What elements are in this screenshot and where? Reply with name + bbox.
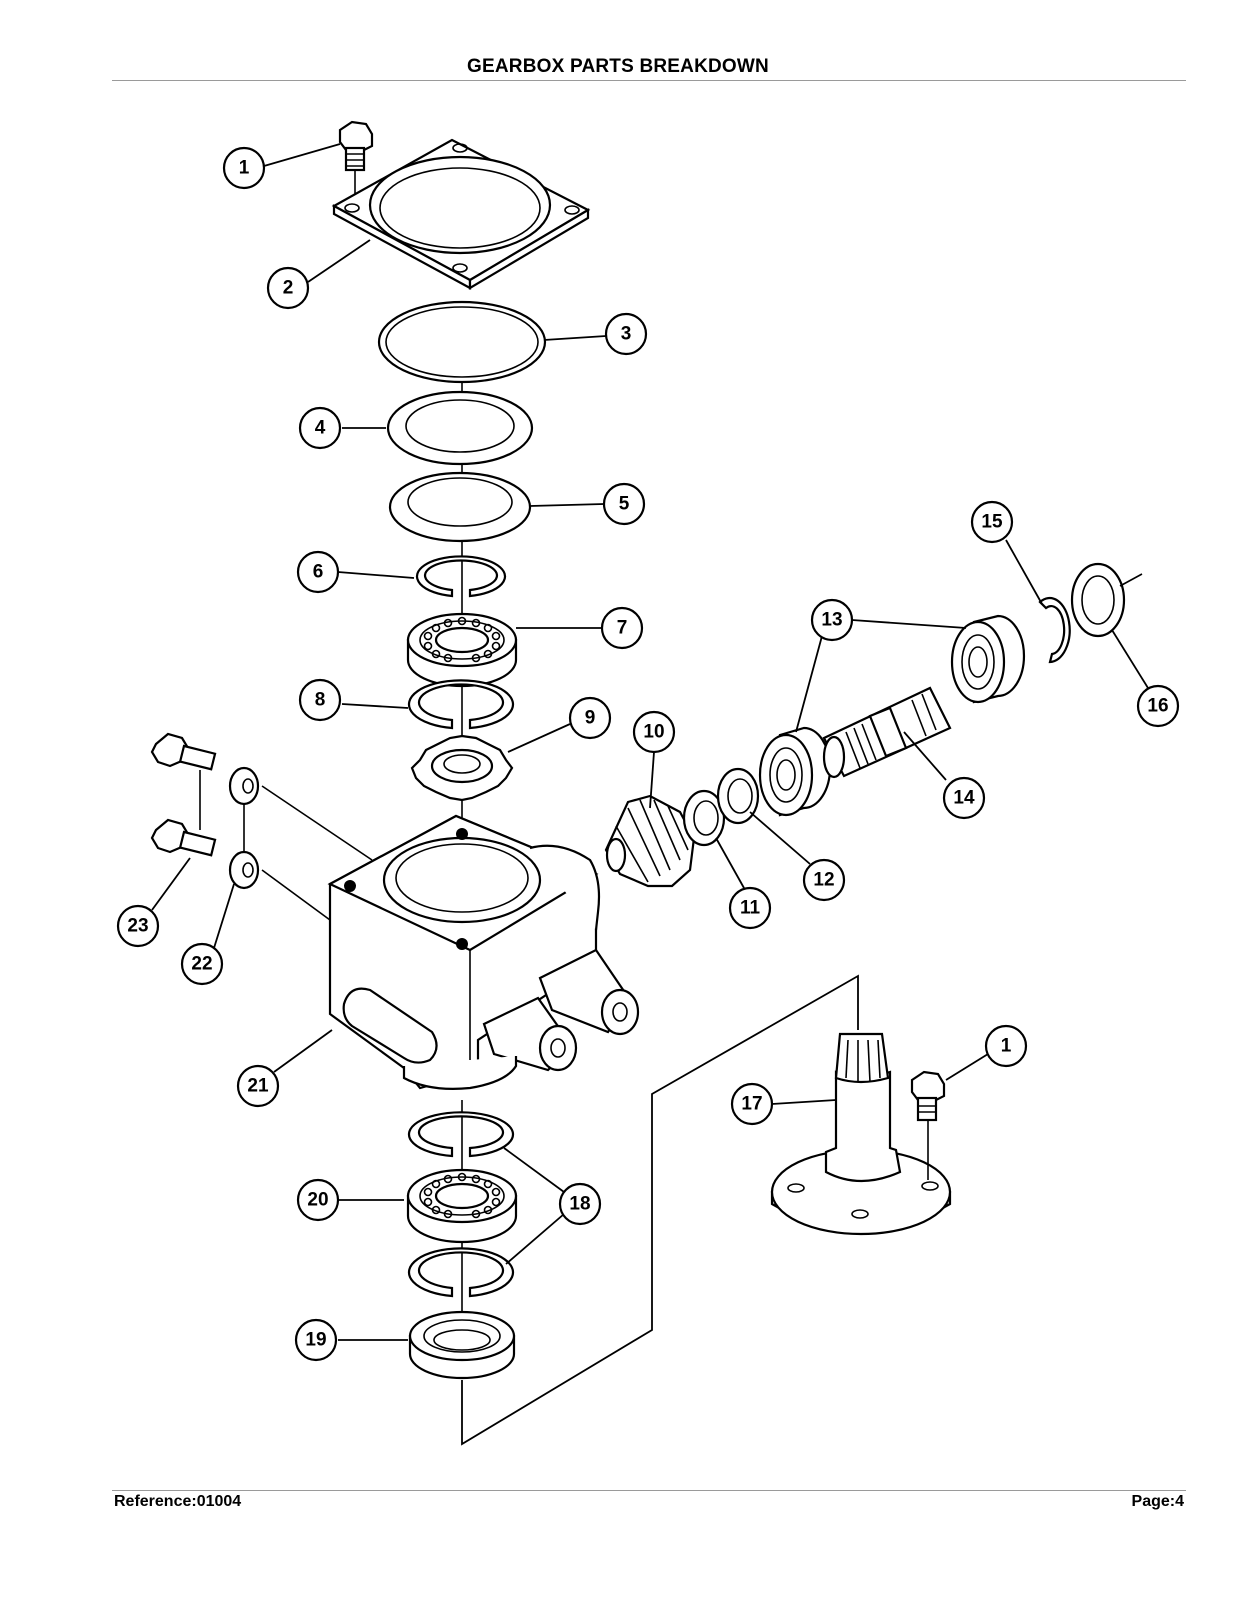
part-shim-upper <box>386 390 534 466</box>
part-snap-ring-middle <box>407 679 515 730</box>
page-title: GEARBOX PARTS BREAKDOWN <box>467 56 769 77</box>
svg-text:21: 21 <box>247 1076 269 1097</box>
part-bevel-gear-small <box>410 734 514 802</box>
svg-text:1: 1 <box>239 158 250 179</box>
part-bearing-shaft-upper <box>950 614 1026 704</box>
svg-text:11: 11 <box>740 898 761 919</box>
part-bevel-gear-large <box>604 794 696 888</box>
callout-9: 9 <box>568 696 612 740</box>
part-seal-shaft <box>1070 562 1143 638</box>
svg-text:14: 14 <box>953 788 975 809</box>
svg-text:9: 9 <box>585 708 596 729</box>
hub-alignment-line <box>461 974 859 1446</box>
part-o-ring <box>377 300 547 384</box>
callout-3: 3 <box>604 312 648 356</box>
page-number: Page:4 <box>1131 1493 1184 1510</box>
svg-text:15: 15 <box>981 512 1003 533</box>
part-bearing-shaft-lower <box>758 726 832 817</box>
part-seal-lower <box>408 1310 516 1380</box>
part-output-hub <box>770 1032 952 1236</box>
callout-12: 12 <box>802 858 846 902</box>
svg-text:5: 5 <box>619 494 630 515</box>
callout-8: 8 <box>298 678 342 722</box>
svg-text:6: 6 <box>313 562 324 583</box>
callout-15: 15 <box>970 500 1014 544</box>
part-bolts-housing <box>150 732 217 857</box>
callout-4: 4 <box>298 406 342 450</box>
callout-1-hub: 1 <box>984 1024 1028 1068</box>
svg-text:4: 4 <box>315 418 326 439</box>
svg-text:7: 7 <box>617 618 628 639</box>
callout-5: 5 <box>602 482 646 526</box>
callout-22: 22 <box>180 942 224 986</box>
svg-text:20: 20 <box>307 1190 328 1211</box>
leader-lines <box>151 143 1149 1341</box>
part-snap-ring-shaft <box>1038 596 1071 664</box>
svg-text:2: 2 <box>283 278 294 299</box>
callout-23: 23 <box>116 904 160 948</box>
callout-6: 6 <box>296 550 340 594</box>
part-snap-ring-lower-top <box>407 1111 515 1158</box>
part-gearbox-housing <box>327 814 640 1090</box>
reference-number: Reference:01004 <box>114 1493 242 1510</box>
callout-21: 21 <box>236 1064 280 1108</box>
part-cover-plate <box>331 138 591 290</box>
svg-text:16: 16 <box>1147 696 1168 717</box>
part-washer-11 <box>682 789 726 847</box>
callout-17: 17 <box>730 1082 774 1126</box>
svg-text:22: 22 <box>191 954 212 975</box>
part-washers-housing <box>228 766 373 921</box>
callout-11: 11 <box>728 886 772 930</box>
callout-2: 2 <box>266 266 310 310</box>
svg-text:12: 12 <box>813 870 834 891</box>
svg-text:17: 17 <box>741 1094 762 1115</box>
part-bearing-lower <box>406 1168 518 1244</box>
callout-14: 14 <box>942 776 986 820</box>
svg-text:18: 18 <box>569 1194 590 1215</box>
svg-text:8: 8 <box>315 690 326 711</box>
footer-divider <box>112 1490 1186 1491</box>
part-bolt-hub <box>910 1070 946 1180</box>
callout-1-top: 1 <box>222 146 266 190</box>
part-washer-12 <box>716 767 760 825</box>
svg-text:23: 23 <box>127 916 148 937</box>
svg-text:13: 13 <box>821 610 842 631</box>
part-bearing-upper <box>406 612 518 688</box>
callout-18: 18 <box>558 1182 602 1226</box>
part-snap-ring-lower-bottom <box>407 1247 515 1298</box>
callout-20: 20 <box>296 1178 340 1222</box>
callout-10: 10 <box>632 710 676 754</box>
callout-16: 16 <box>1136 684 1180 728</box>
svg-text:19: 19 <box>305 1330 326 1351</box>
part-splined-shaft <box>822 686 952 779</box>
callout-7: 7 <box>600 606 644 650</box>
part-shim-lower <box>388 471 532 543</box>
callout-13: 13 <box>810 598 854 642</box>
callout-19: 19 <box>294 1318 338 1362</box>
svg-text:1: 1 <box>1001 1036 1012 1057</box>
part-snap-ring-upper <box>415 555 507 598</box>
header-divider <box>112 80 1186 81</box>
svg-text:10: 10 <box>643 722 664 743</box>
svg-text:3: 3 <box>621 324 632 345</box>
